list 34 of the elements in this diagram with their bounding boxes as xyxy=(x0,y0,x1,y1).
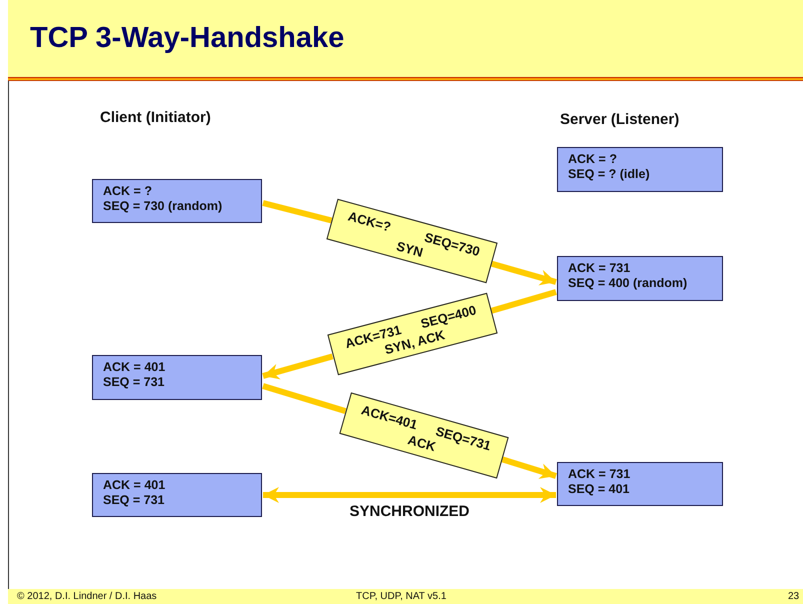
state-box xyxy=(557,147,723,192)
state-box xyxy=(557,462,723,506)
state-box xyxy=(92,473,262,517)
field-text: ACK = 401 xyxy=(103,360,166,375)
connector-line xyxy=(490,289,557,314)
copyright-note: © 2012, D.I. Lindner / D.I. Haas xyxy=(17,591,157,602)
field-text: ACK = ? xyxy=(568,152,618,167)
arrow xyxy=(491,260,557,286)
field-text: ACK = 731 xyxy=(568,261,632,276)
page-number: 23 xyxy=(788,591,800,602)
connector-line xyxy=(262,383,346,414)
field-text: ACK=? xyxy=(346,208,393,235)
state-box xyxy=(557,256,723,301)
field-text: ACK = 731 xyxy=(568,467,632,482)
footer-text: TCP, UDP, NAT v5.1 xyxy=(356,591,446,602)
arrow xyxy=(262,354,334,380)
arrow xyxy=(263,487,556,503)
field-text: SEQ = 730 (random) xyxy=(103,199,224,214)
field-text: ACK = ? xyxy=(103,184,153,199)
field-text: SYN xyxy=(394,238,425,260)
arrow xyxy=(501,456,557,479)
field-text: SEQ = 731 xyxy=(103,493,166,508)
field-text: SEQ = 731 xyxy=(103,375,166,390)
column-heading: Server (Listener) xyxy=(560,111,680,128)
field-text: ACK = 401 xyxy=(103,478,166,493)
field-text: SEQ = ? (idle) xyxy=(568,167,651,182)
field-text: SEQ = 401 xyxy=(568,482,630,497)
field-text: SEQ = 400 (random) xyxy=(568,276,688,291)
state-box xyxy=(92,355,262,400)
column-heading: Client (Initiator) xyxy=(100,109,211,126)
state-box xyxy=(92,179,262,223)
connector-line xyxy=(262,200,332,224)
field-text: ACK xyxy=(406,432,438,454)
slide-title: TCP 3-Way-Handshake xyxy=(30,22,344,55)
